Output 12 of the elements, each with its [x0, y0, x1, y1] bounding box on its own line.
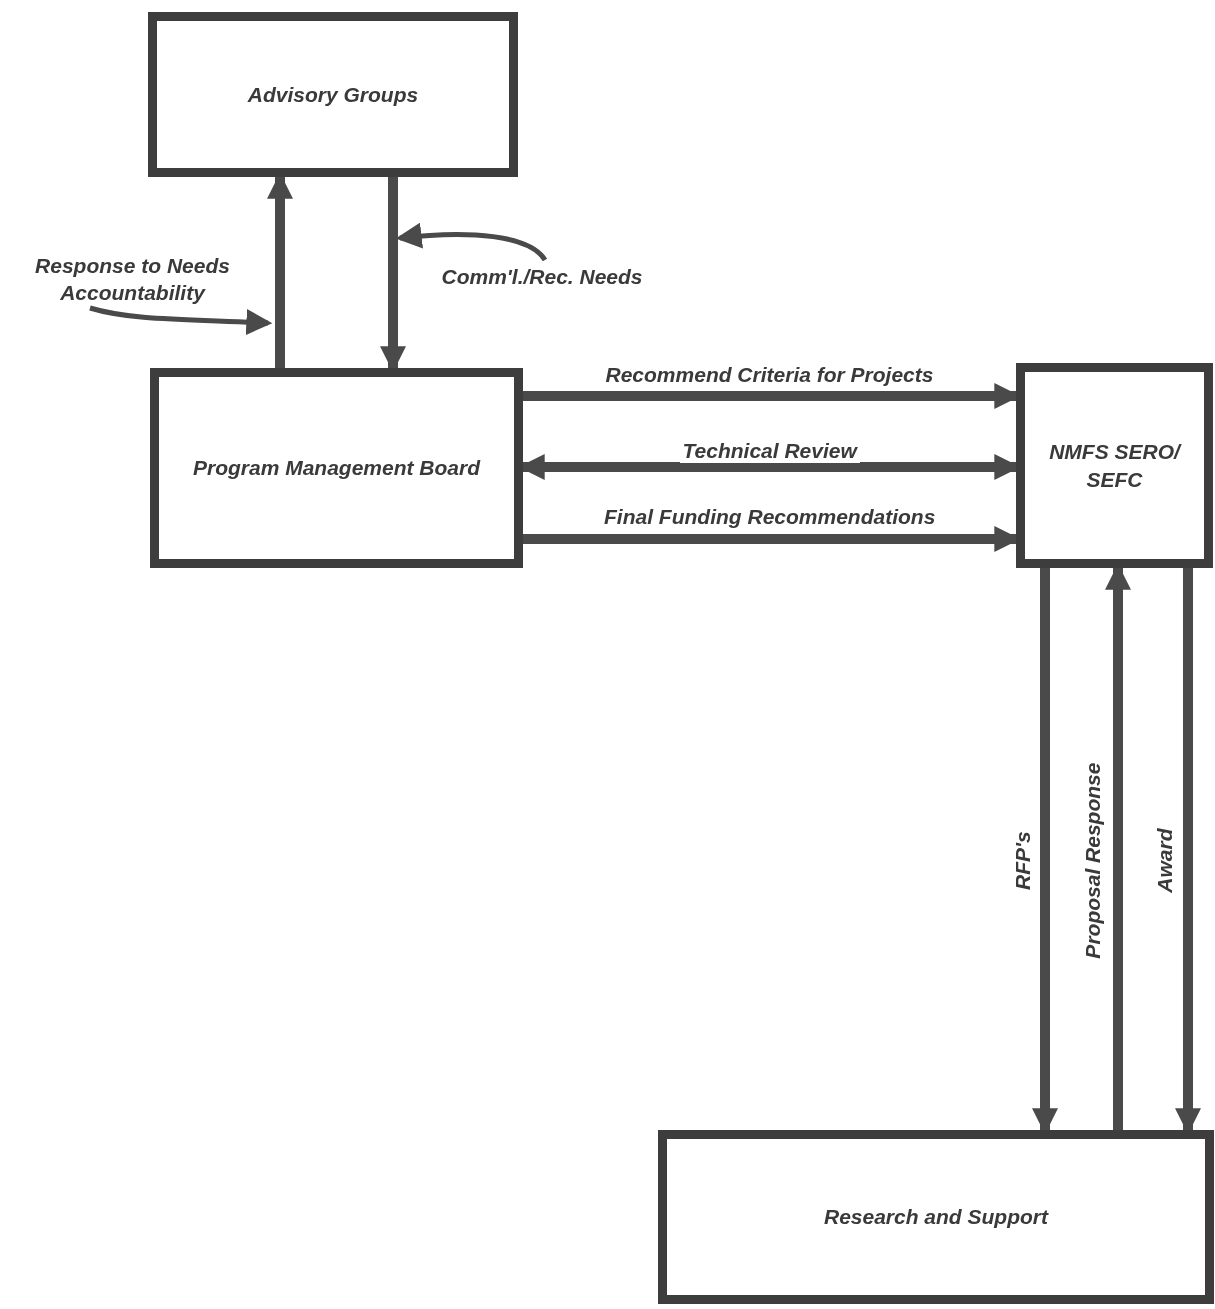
process-box	[1016, 363, 1213, 568]
process-box	[148, 12, 518, 177]
annotation-text: Response to Needs Accountability	[34, 252, 231, 306]
box-label: Research and Support	[823, 1204, 1049, 1231]
process-box	[658, 1130, 1214, 1304]
curved-arrow	[89, 305, 273, 336]
curved-arrow	[395, 222, 547, 262]
box-label: NMFS SERO/ SEFC	[1048, 439, 1183, 493]
box-label: Program Management Board	[192, 455, 481, 482]
annotation-text: Comm'l./Rec. Needs	[441, 264, 643, 291]
process-box	[150, 368, 523, 568]
box-label: Advisory Groups	[247, 81, 419, 108]
